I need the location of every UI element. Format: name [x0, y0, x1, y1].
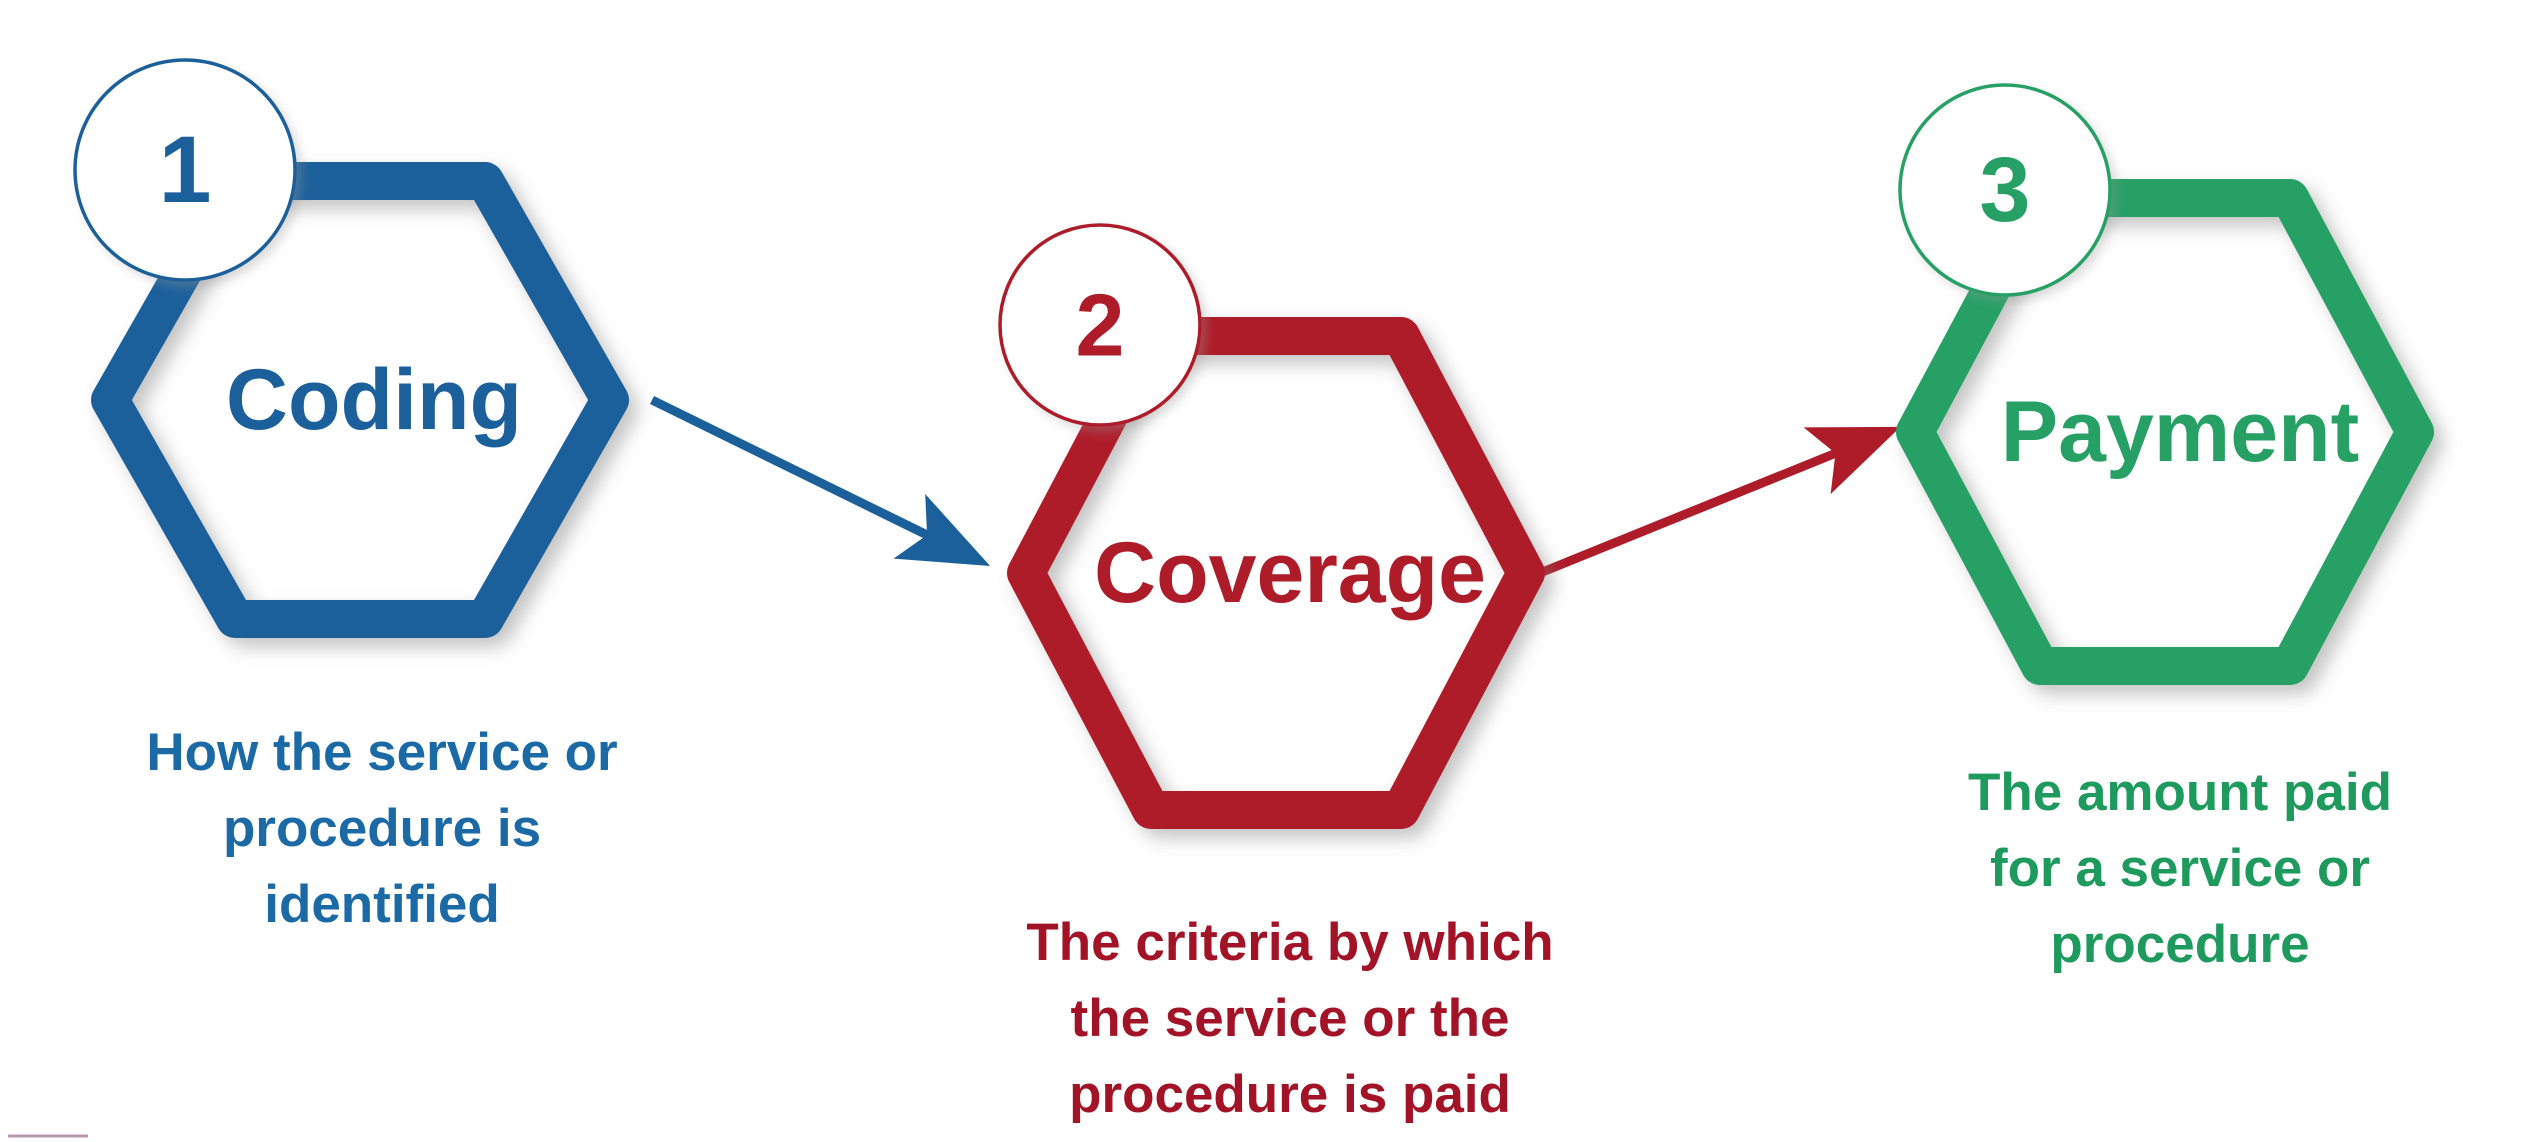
step-badge-coverage[interactable] — [998, 223, 1202, 427]
step-label-payment: Payment — [2001, 384, 2360, 480]
step-label-coverage: Coverage — [1094, 525, 1486, 621]
connector-coverage-to-payment — [1538, 426, 1901, 578]
caption-line: The criteria by which — [1026, 913, 1553, 972]
caption-line: procedure — [2050, 915, 2309, 974]
caption-line: identified — [264, 875, 500, 934]
step-badge-coding[interactable] — [73, 58, 297, 282]
badge-number-1: 1 — [159, 117, 212, 223]
step-caption-coding: How the service or procedure is identifi… — [146, 723, 617, 934]
badge-circle-coverage[interactable] — [998, 223, 1202, 427]
badge-circle-coding[interactable] — [73, 58, 297, 282]
badge-circle-payment[interactable] — [1898, 83, 2112, 297]
caption-line: for a service or — [1990, 839, 2370, 898]
caption-line: procedure is — [223, 799, 541, 858]
step-label-coding: Coding — [226, 352, 522, 448]
step-caption-payment: The amount paid for a service or procedu… — [1968, 763, 2392, 974]
badge-number-3: 3 — [1979, 139, 2030, 241]
step-badge-payment[interactable] — [1898, 83, 2112, 297]
caption-line: The amount paid — [1968, 763, 2392, 822]
caption-line: How the service or — [146, 723, 617, 782]
caption-line: procedure is paid — [1069, 1065, 1511, 1124]
arrow-coding-to-coverage — [650, 395, 991, 566]
connector-coding-to-coverage — [650, 395, 991, 566]
badge-number-2: 2 — [1076, 276, 1125, 375]
caption-line: the service or the — [1071, 989, 1510, 1048]
step-caption-coverage: The criteria by which the service or the… — [1026, 913, 1553, 1124]
arrow-coverage-to-payment — [1538, 426, 1901, 578]
